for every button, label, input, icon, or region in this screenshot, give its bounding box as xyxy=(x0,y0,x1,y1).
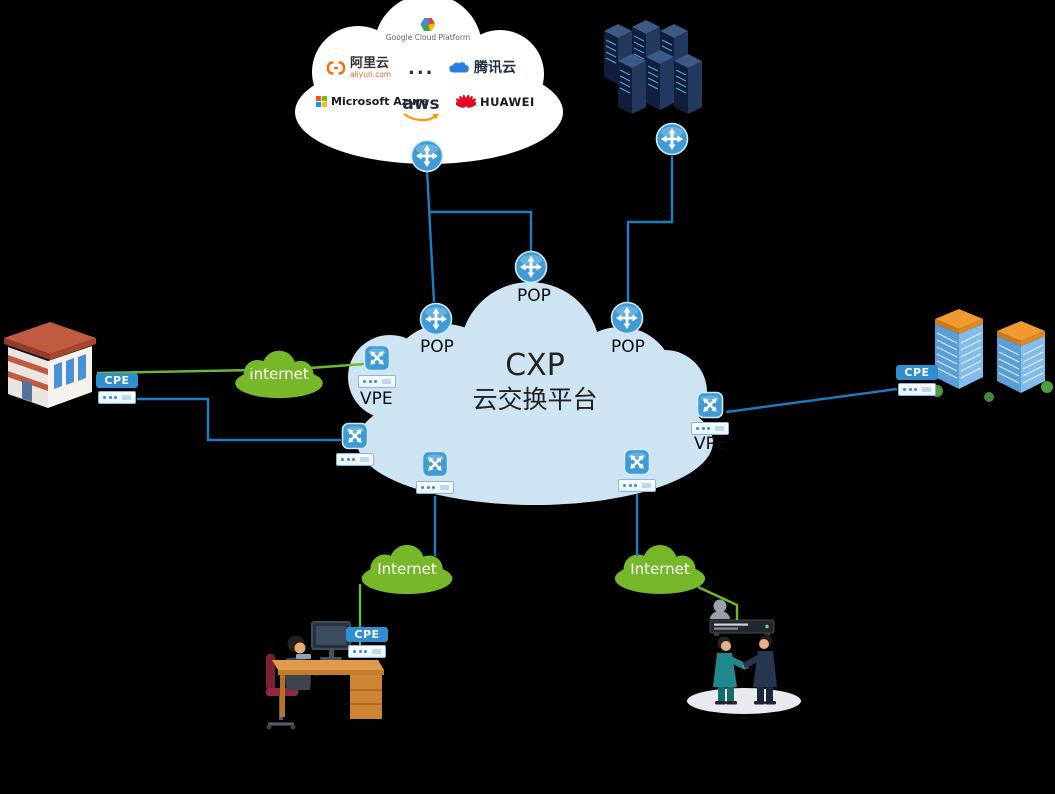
vpe-right-label: VPE xyxy=(694,434,727,454)
partner-server-device xyxy=(709,619,775,636)
vpe-left-device xyxy=(358,344,396,388)
green-cloud-shape xyxy=(614,544,706,594)
cpe-desk: CPE xyxy=(346,627,388,658)
pop-left-router xyxy=(419,302,453,336)
cxp-title-line1: CXP xyxy=(505,348,565,383)
router-icon xyxy=(410,139,444,173)
link-providers-to-pop-left xyxy=(425,169,436,303)
aws-smile-icon xyxy=(403,113,439,122)
alibaba-cloud-icon xyxy=(326,61,346,75)
switch-icon xyxy=(696,391,724,419)
white-cloud-shape xyxy=(295,0,563,164)
more-providers-ellipsis: ... xyxy=(408,58,435,79)
tencent-cloud-icon xyxy=(449,62,469,73)
edge-switch-bottom-right xyxy=(618,448,656,492)
link-datacenter-to-pop-right xyxy=(626,156,674,302)
microsoft-icon xyxy=(316,96,327,107)
internet-label: Internet xyxy=(249,365,309,384)
office-building-illustration xyxy=(4,322,96,408)
pop-top-label: POP xyxy=(517,286,551,306)
switch-icon xyxy=(421,450,449,478)
rack-unit-device xyxy=(898,383,936,396)
router-icon xyxy=(655,122,689,156)
cpe-badge: CPE xyxy=(896,365,938,380)
edge-switch-left-lower xyxy=(336,422,374,466)
vpe-right-device xyxy=(691,391,729,435)
huawei-flower-icon xyxy=(456,94,476,108)
pop-right-label: POP xyxy=(611,337,645,357)
google-cloud-icon xyxy=(420,18,436,31)
person-at-desk-illustration xyxy=(266,621,384,730)
city-buildings-illustration xyxy=(931,309,1053,402)
cxp-title-line2: 云交换平台 xyxy=(472,385,598,414)
rack-unit-device xyxy=(416,481,454,494)
switch-icon xyxy=(341,422,369,450)
huawei-logo: HUAWEI xyxy=(456,93,535,110)
internet-cloud-bottom-left: Internet xyxy=(354,540,460,596)
link-building-to-internet-left xyxy=(96,368,256,375)
cpe-badge: CPE xyxy=(96,373,138,388)
link-internet-to-partner-server xyxy=(697,585,739,620)
internet-label: Internet xyxy=(377,560,437,579)
green-cloud-shape xyxy=(361,544,453,595)
green-cloud-shape xyxy=(235,350,323,399)
pop-left-label: POP xyxy=(420,337,454,357)
cpe-badge: CPE xyxy=(346,627,388,642)
link-providers-to-pop-top xyxy=(429,210,533,251)
pop-top-router xyxy=(514,250,548,284)
cpe-left: CPE xyxy=(96,373,138,404)
tencent-cloud-logo: 腾讯云 xyxy=(448,57,516,77)
router-icon xyxy=(419,302,453,336)
alibaba-cloud-logo: 阿里云 aliyun.com xyxy=(326,56,391,80)
pop-right-router xyxy=(610,301,644,335)
rack-unit-device xyxy=(98,391,136,404)
edge-switch-bottom-left xyxy=(416,450,454,494)
switch-icon xyxy=(363,344,391,372)
rack-unit-device xyxy=(618,479,656,492)
rack-unit-device xyxy=(691,422,729,435)
router-icon xyxy=(514,250,548,284)
router-icon xyxy=(610,301,644,335)
rack-unit-device xyxy=(348,645,386,658)
business-handshake-illustration xyxy=(687,599,801,714)
aws-logo: aws xyxy=(402,96,440,122)
rack-unit-device xyxy=(336,453,374,466)
google-cloud-logo: Google Cloud Platform xyxy=(380,18,476,42)
internet-cloud-left: Internet xyxy=(231,346,327,400)
link-cpe-left-to-edge-switch xyxy=(137,397,341,442)
internet-label: Internet xyxy=(630,560,690,579)
public-cloud-providers-cloud: Google Cloud Platform 阿里云 aliyun.com ...… xyxy=(288,0,570,172)
user-avatar-icon xyxy=(713,599,727,613)
datacenter-racks-illustration xyxy=(604,20,702,114)
switch-icon xyxy=(623,448,651,476)
rack-unit-device xyxy=(358,375,396,388)
link-vpe-right-to-cpe-right xyxy=(725,387,898,414)
internet-cloud-bottom-right: Internet xyxy=(612,540,708,596)
link-internet-left-to-vpe-left xyxy=(309,362,365,370)
provider-cloud-router xyxy=(410,139,444,173)
cpe-right: CPE xyxy=(896,365,938,396)
datacenter-router xyxy=(655,122,689,156)
vpe-left-label: VPE xyxy=(360,389,393,409)
microsoft-azure-logo: Microsoft Azure xyxy=(316,95,429,108)
cxp-title: CXP 云交换平台 xyxy=(430,348,640,416)
